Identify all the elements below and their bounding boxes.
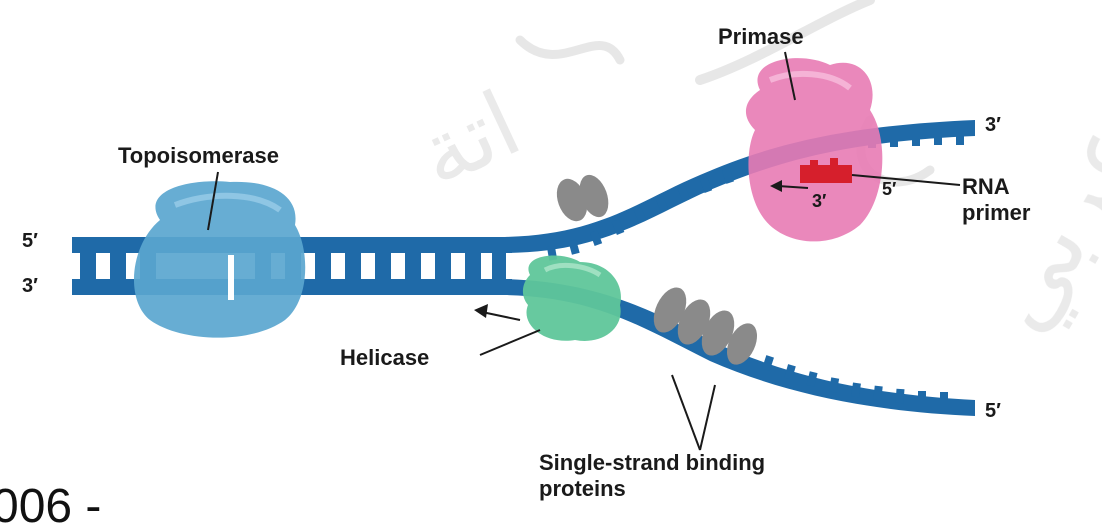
base-gap <box>423 258 433 276</box>
base-gap <box>483 258 491 276</box>
base-pair <box>110 253 126 279</box>
tooth <box>873 386 882 401</box>
primase-protein <box>746 58 882 241</box>
label-three-prime-top-right: 3′ <box>985 114 1001 136</box>
rna-primer-tooth <box>830 158 838 166</box>
base-pair <box>375 253 391 279</box>
base-gap <box>363 258 373 276</box>
base-gap <box>453 258 463 276</box>
topoisomerase-nick <box>228 255 234 300</box>
label-ssb-line2: proteins <box>539 476 626 501</box>
base-pair <box>405 253 421 279</box>
label-five-prime-bottom-right: 5′ <box>985 400 1001 422</box>
label-rna: RNA <box>962 174 1010 199</box>
helicase-blob <box>523 256 621 341</box>
base-pair <box>492 253 506 279</box>
base-pair <box>315 253 331 279</box>
ssb-leader-2 <box>700 385 715 450</box>
helicase-protein <box>523 256 621 341</box>
label-primer: primer <box>962 200 1031 225</box>
label-primer-three-prime: 3′ <box>812 191 826 211</box>
base-pair <box>80 253 96 279</box>
tooth <box>912 132 920 146</box>
label-three-prime-left: 3′ <box>22 275 38 297</box>
helicase-arrowhead <box>474 304 488 318</box>
base-pair <box>345 253 361 279</box>
tooth <box>918 391 926 405</box>
base-pair <box>465 253 481 279</box>
topoisomerase-protein <box>134 181 305 337</box>
label-ssb-line1: Single-strand binding <box>539 450 765 475</box>
ssb-leader-1 <box>672 375 700 450</box>
label-primer-five-prime: 5′ <box>882 179 896 199</box>
label-helicase: Helicase <box>340 345 429 370</box>
watermark-stroke-1 <box>520 40 620 60</box>
base-pair <box>435 253 451 279</box>
tooth <box>934 131 942 145</box>
primase-blob <box>746 58 882 241</box>
topoisomerase-blob <box>134 181 305 337</box>
rna-primer-tooth <box>810 160 818 168</box>
tooth <box>940 392 948 406</box>
label-primase: Primase <box>718 24 804 49</box>
tooth <box>890 133 898 147</box>
watermark-text-1: اتة <box>402 72 535 209</box>
base-gap <box>98 258 108 276</box>
tooth <box>896 389 905 404</box>
helicase-direction-arrow <box>482 312 520 320</box>
base-gap <box>333 258 343 276</box>
label-topoisomerase: Topoisomerase <box>118 143 279 168</box>
rna-primer-segment <box>800 165 852 183</box>
helicase-leader <box>480 330 540 355</box>
footer-partial-text: 006 - <box>0 480 101 523</box>
base-gap <box>393 258 403 276</box>
tooth <box>956 131 964 145</box>
label-five-prime-left: 5′ <box>22 230 38 252</box>
